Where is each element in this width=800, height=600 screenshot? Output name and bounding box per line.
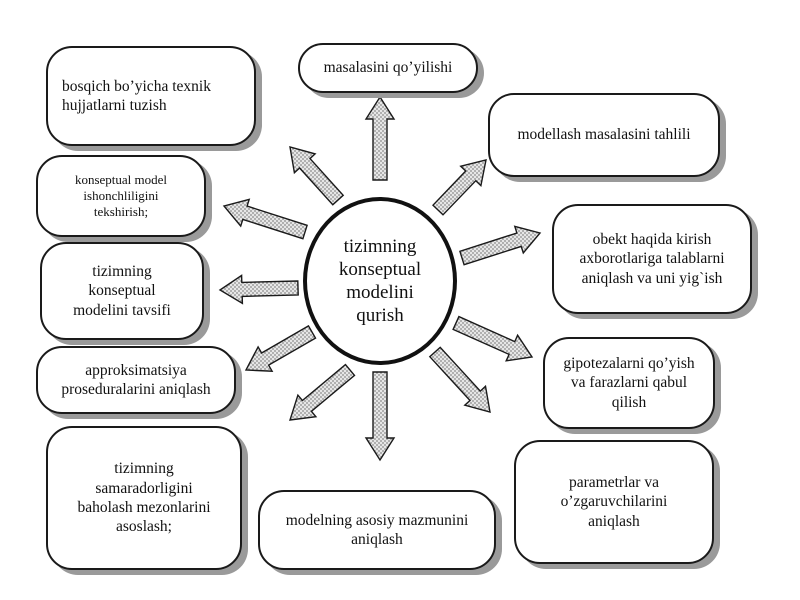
node-upper-left-label: konseptual model ishonchliligini tekshir… (74, 171, 168, 220)
node-bottom-label: modelning asosiy mazmunini aniqlash (285, 511, 469, 548)
node-lower-right: gipotezalarni qo’yish va farazlarni qabu… (543, 337, 715, 429)
node-top-left-label: bosqich bo’yicha texnik hujjatlarni tuzi… (62, 77, 211, 114)
node-top-label: masalasini qo’yilishi (323, 59, 453, 77)
center-circle: tizimning konseptual modelini qurish (303, 197, 457, 365)
node-top: masalasini qo’yilishi (298, 43, 478, 93)
node-lower-left: approksimatsiya proseduralarini aniqlash (36, 346, 236, 414)
node-bottom-left-label: tizimning samaradorligini baholash mezon… (77, 460, 211, 536)
arrow-to-bottom-right (428, 346, 491, 413)
node-bottom-right-label: parametrlar va o’zgaruvchilarini aniqlas… (560, 473, 668, 530)
arrow-to-upper-right (432, 159, 487, 216)
arrow-to-mid-left (218, 274, 299, 305)
node-bottom-right: parametrlar va o’zgaruvchilarini aniqlas… (514, 440, 714, 564)
node-mid-right-label: obekt haqida kirish axborotlariga talabl… (579, 230, 725, 287)
node-mid-left: tizimning konseptual modelini tavsifi (40, 242, 204, 340)
node-upper-left: konseptual model ishonchliligini tekshir… (36, 155, 206, 237)
arrow-to-mid-right (459, 225, 542, 266)
node-bottom: modelning asosiy mazmunini aniqlash (258, 490, 496, 570)
node-top-left: bosqich bo’yicha texnik hujjatlarni tuzi… (46, 46, 256, 146)
center-label: tizimning konseptual modelini qurish (338, 235, 422, 327)
arrow-to-bottom (364, 371, 396, 462)
arrow-to-top (364, 95, 396, 181)
arrow-to-lower-left (244, 324, 317, 372)
arrow-to-top-left (289, 146, 345, 206)
node-lower-right-label: gipotezalarni qo’yish va farazlarni qabu… (563, 354, 695, 411)
node-mid-right: obekt haqida kirish axborotlariga talabl… (552, 204, 752, 314)
arrow-to-upper-left (222, 198, 308, 240)
node-bottom-left: tizimning samaradorligini baholash mezon… (46, 426, 242, 570)
node-upper-right: modellash masalasini tahlili (488, 93, 720, 177)
arrow-to-bottom-left (288, 363, 356, 421)
node-mid-left-label: tizimning konseptual modelini tavsifi (73, 262, 171, 319)
arrow-to-lower-right (452, 315, 534, 362)
node-lower-left-label: approksimatsiya proseduralarini aniqlash (61, 361, 211, 398)
node-upper-right-label: modellash masalasini tahlili (517, 126, 691, 144)
